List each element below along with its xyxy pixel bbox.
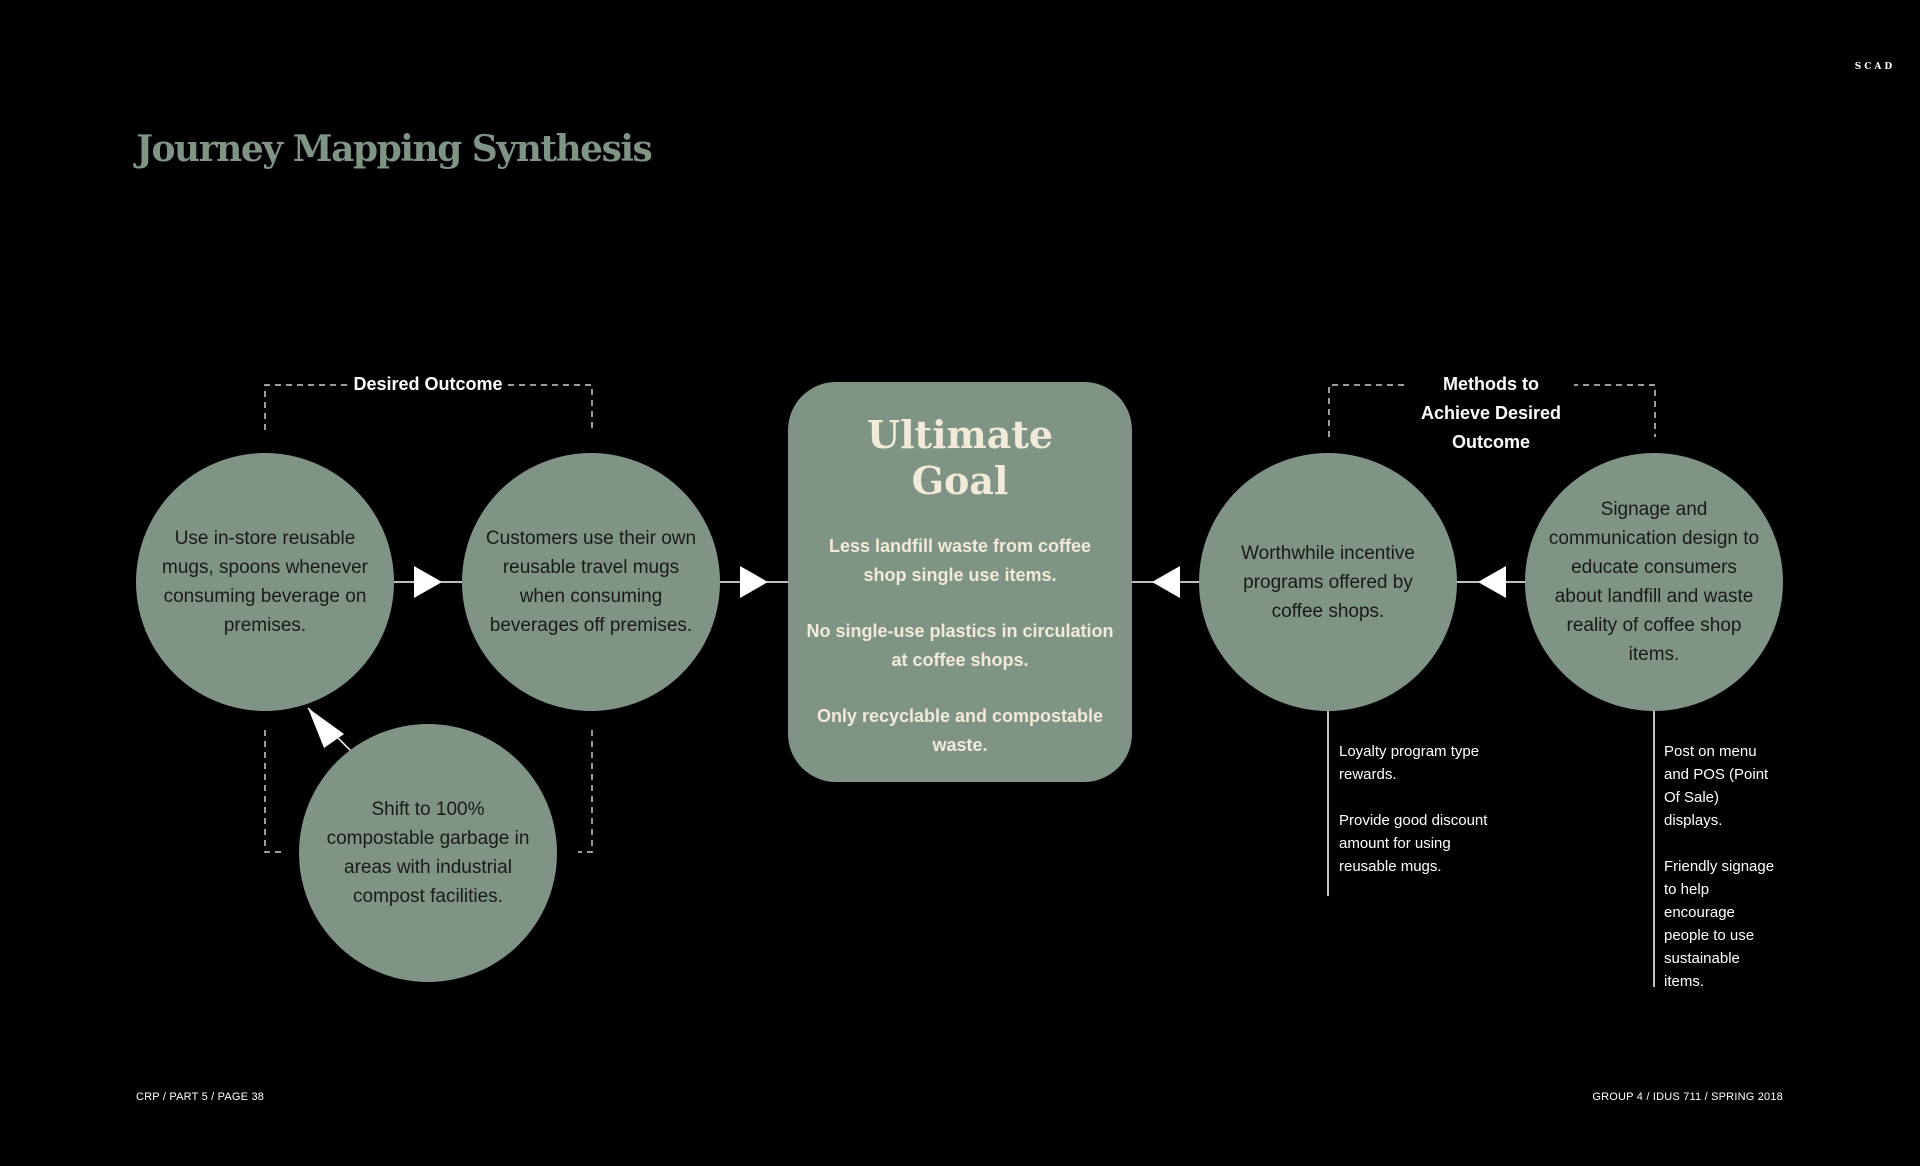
- outcome-circle-compost: Shift to 100% compostable garbage in are…: [299, 724, 557, 982]
- outcome-text: Customers use their own reusable travel …: [485, 528, 697, 636]
- arrow-diagonal-icon: [308, 708, 344, 748]
- methods-label: Methods to Achieve Desired Outcome: [1408, 370, 1574, 457]
- ultimate-goal-title: Ultimate Goal: [866, 412, 1054, 503]
- outcome-text: Shift to 100% compostable garbage in are…: [326, 799, 530, 907]
- method-circle-signage: Signage and communication design to educ…: [1525, 453, 1783, 711]
- arrow-left-icon: [1478, 566, 1506, 598]
- goal-item: No single-use plastics in circulation at…: [806, 621, 1114, 670]
- bracket-bottom-left: [264, 730, 282, 853]
- desired-outcome-label: Desired Outcome: [348, 370, 508, 399]
- note-item: Provide good discount amount for using r…: [1339, 812, 1488, 875]
- arrow-right-icon: [414, 566, 442, 598]
- method-circle-incentives: Worthwhile incentive programs offered by…: [1199, 453, 1457, 711]
- method-text: Signage and communication design to educ…: [1548, 499, 1760, 665]
- bracket-top-left: [264, 384, 350, 430]
- outcome-circle-in-store: Use in-store reusable mugs, spoons whene…: [136, 453, 394, 711]
- footer-left: CRP / PART 5 / PAGE 38: [136, 1091, 265, 1103]
- note-item: Friendly signage to help encourage peopl…: [1664, 858, 1775, 990]
- brand-logo: SCAD: [1854, 62, 1896, 72]
- bracket-bottom-right: [578, 730, 593, 853]
- outcome-text: Use in-store reusable mugs, spoons whene…: [162, 528, 368, 636]
- goal-item: Only recyclable and compostable waste.: [816, 706, 1104, 755]
- arrow-right-icon: [740, 566, 768, 598]
- method-text: Worthwhile incentive programs offered by…: [1241, 542, 1415, 622]
- bracket-methods-right: [1572, 384, 1656, 437]
- footer-right: GROUP 4 / IDUS 711 / SPRING 2018: [1592, 1091, 1783, 1103]
- ultimate-goal-card: Ultimate Goal Less landfill waste from c…: [788, 382, 1132, 782]
- note-item: Post on menu and POS (Point Of Sale) dis…: [1664, 743, 1769, 829]
- arrow-left-icon: [1152, 566, 1180, 598]
- outcome-circle-travel-mugs: Customers use their own reusable travel …: [462, 453, 720, 711]
- page-title: Journey Mapping Synthesis: [136, 128, 653, 170]
- bracket-methods-left: [1328, 384, 1410, 437]
- method-notes-incentives: Loyalty program type rewards. Provide go…: [1339, 740, 1489, 878]
- bracket-top-right: [508, 384, 593, 430]
- note-item: Loyalty program type rewards.: [1339, 743, 1480, 783]
- goal-item: Less landfill waste from coffee shop sin…: [828, 536, 1092, 585]
- method-notes-signage: Post on menu and POS (Point Of Sale) dis…: [1664, 740, 1776, 993]
